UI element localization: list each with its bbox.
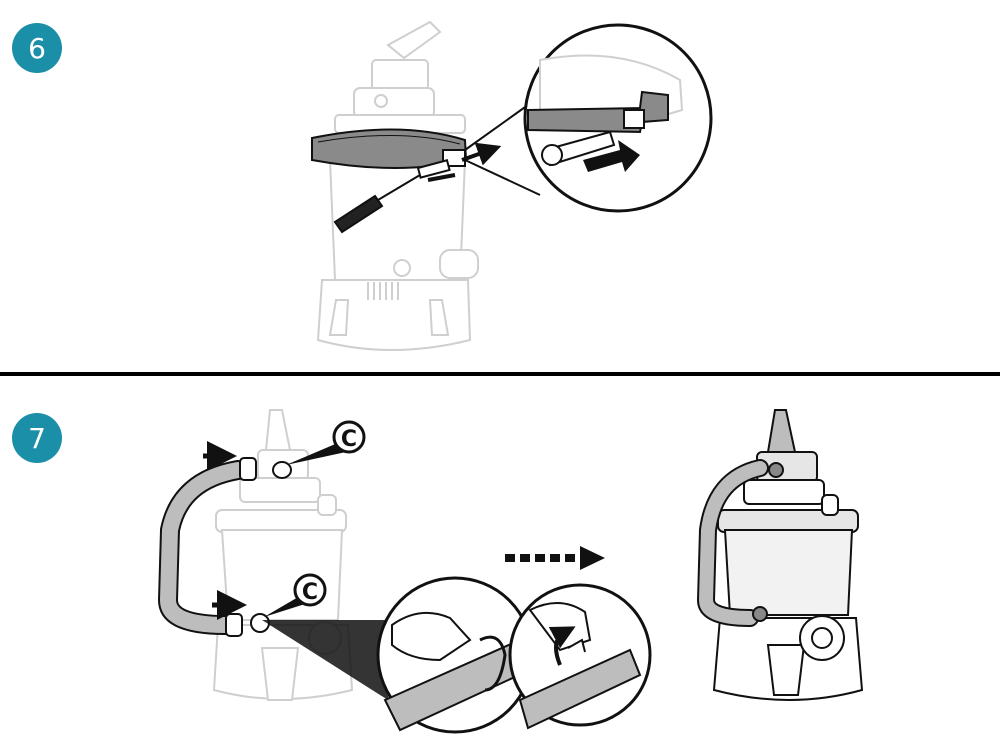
step-6-illustration [311,20,713,351]
top-connector [239,457,257,481]
section-divider [0,372,1000,376]
step-7-illustration: C C [157,409,864,734]
screw-arrow [427,150,490,182]
zoom-detail-hand-clamp-2 [508,583,652,730]
hand-icon [391,611,472,662]
callout-c-top-label: C [341,427,357,452]
screwdriver [333,159,451,234]
rotate-arrow-icon [548,626,576,666]
callout-c-bottom: C [293,573,327,607]
zoom-detail-clamp-screw [523,23,713,213]
push-arrow-icon [583,140,640,172]
transition-arrow-icon [505,546,605,570]
pump-right-assembled [712,409,864,701]
step-7-badge: 7 [12,413,62,463]
zoom-leader-cone [262,620,395,700]
callout-c-top: C [332,420,366,454]
zoom-leader-line [464,99,536,151]
bottom-connector [225,613,243,637]
pump-body-ghost [316,20,479,351]
step-6-badge: 6 [12,23,62,73]
callout-c-bottom-label: C [302,580,318,605]
